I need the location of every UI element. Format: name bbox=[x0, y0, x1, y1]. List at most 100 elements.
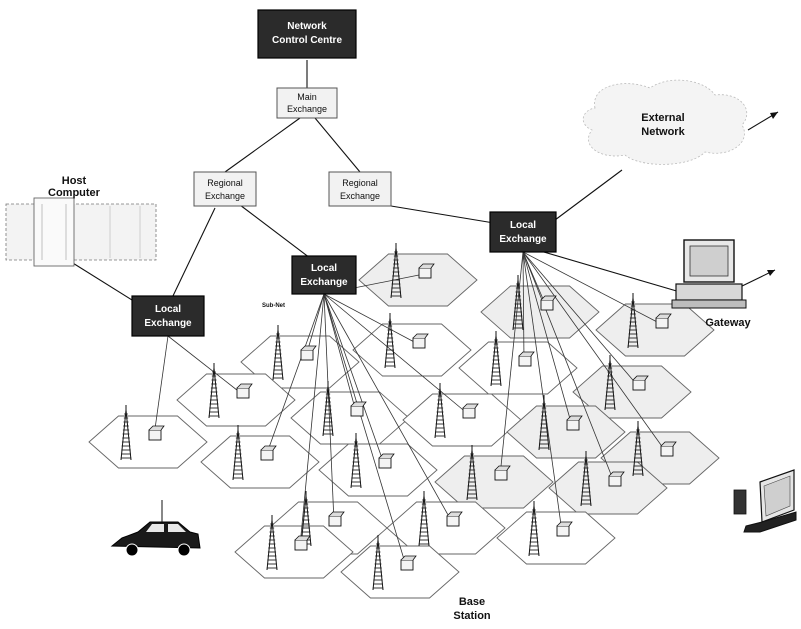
base-station-tower bbox=[512, 275, 524, 331]
radio-link-line bbox=[323, 293, 419, 345]
base-station-tower bbox=[528, 501, 540, 557]
base-station-box bbox=[400, 555, 417, 571]
cell-hexagon bbox=[458, 341, 578, 395]
regional-exchange-right-label-2: Exchange bbox=[340, 191, 380, 201]
base-station-tower bbox=[384, 313, 396, 369]
radio-link-line bbox=[323, 293, 385, 465]
local-exchange-middle-label-2: Exchange bbox=[300, 277, 348, 288]
local-exchange-left-node: Local Exchange bbox=[131, 295, 205, 337]
base-station-tower bbox=[266, 515, 278, 571]
cell-hexagon bbox=[352, 323, 472, 377]
radio-link-line bbox=[522, 251, 615, 483]
external-network-label-2: Network bbox=[641, 126, 685, 138]
cell-hexagon bbox=[88, 415, 208, 469]
base-station-label-1: Base bbox=[459, 596, 485, 608]
base-station-box bbox=[294, 535, 311, 551]
base-stations bbox=[120, 243, 677, 591]
base-station-tower bbox=[120, 405, 132, 461]
base-station-box bbox=[148, 425, 165, 441]
base-station-tower bbox=[604, 355, 616, 411]
radio-link-line bbox=[323, 293, 407, 567]
cell-hexagon bbox=[402, 393, 522, 447]
base-station-tower bbox=[580, 451, 592, 507]
local-exchange-left-label-2: Exchange bbox=[144, 318, 192, 329]
cell-hexagon bbox=[506, 405, 626, 459]
radio-link-line bbox=[323, 293, 335, 523]
base-station-box bbox=[350, 401, 367, 417]
base-station-tower bbox=[538, 395, 550, 451]
radio-link-line bbox=[522, 251, 662, 325]
radio-link-line bbox=[323, 293, 357, 413]
local-exchange-right-label-2: Exchange bbox=[499, 234, 547, 245]
base-station-box bbox=[378, 453, 395, 469]
radio-link-line bbox=[323, 293, 469, 415]
base-station-box bbox=[462, 403, 479, 419]
base-station-box bbox=[518, 351, 535, 367]
base-station-tower bbox=[632, 421, 644, 477]
radio-link-line bbox=[522, 251, 525, 363]
radio-link-line bbox=[265, 293, 325, 457]
base-station-tower bbox=[272, 325, 284, 381]
radio-link-line bbox=[167, 335, 243, 395]
cell-hexagon bbox=[434, 455, 554, 509]
local-exchange-middle-label-1: Local bbox=[311, 263, 337, 274]
network-control-centre-node: Network Control Centre bbox=[257, 9, 357, 59]
cell-hexagon bbox=[496, 511, 616, 565]
base-station-box bbox=[446, 511, 463, 527]
base-station-box bbox=[412, 333, 429, 349]
cell-hexagon bbox=[200, 435, 320, 489]
cell-grid bbox=[88, 253, 720, 599]
main-exchange-node: Main Exchange bbox=[276, 87, 338, 119]
base-station-tower bbox=[322, 381, 334, 437]
base-station-tower bbox=[350, 433, 362, 489]
base-station-box bbox=[236, 383, 253, 399]
laptop-icon bbox=[733, 469, 797, 533]
cell-hexagon bbox=[340, 545, 460, 599]
host-computer-label-1: Host bbox=[62, 175, 87, 187]
radio-link-line bbox=[153, 335, 169, 437]
base-station-box bbox=[494, 465, 511, 481]
radio-links bbox=[153, 251, 667, 567]
regional-exchange-right-node: Regional Exchange bbox=[328, 171, 392, 207]
hierarchy-links bbox=[59, 60, 779, 306]
main-exchange-label-2: Exchange bbox=[287, 104, 327, 114]
base-station-box bbox=[418, 263, 435, 279]
base-station-box bbox=[556, 521, 573, 537]
radio-link-line bbox=[522, 251, 573, 427]
base-station-box bbox=[655, 313, 672, 329]
radio-link-line bbox=[522, 251, 667, 453]
radio-link-line bbox=[522, 251, 563, 533]
base-station-tower bbox=[232, 425, 244, 481]
cell-hexagon bbox=[358, 253, 478, 307]
radio-link-line bbox=[522, 251, 639, 387]
gateway-computer-icon bbox=[671, 239, 747, 309]
base-station-tower bbox=[418, 491, 430, 547]
local-exchange-right-label-1: Local bbox=[510, 220, 536, 231]
external-network-cloud: External Network bbox=[582, 79, 748, 165]
cell-hexagon bbox=[318, 443, 438, 497]
base-station-box bbox=[608, 471, 625, 487]
base-station-box bbox=[300, 345, 317, 361]
main-exchange-label-1: Main bbox=[297, 92, 317, 102]
base-station-box bbox=[566, 415, 583, 431]
regional-exchange-right-label-1: Regional bbox=[342, 178, 378, 188]
cell-hexagon bbox=[176, 373, 296, 427]
local-exchange-right-node: Local Exchange bbox=[489, 211, 557, 253]
base-station-tower bbox=[434, 383, 446, 439]
base-station-tower bbox=[490, 331, 502, 387]
base-station-box bbox=[260, 445, 277, 461]
base-station-box bbox=[328, 511, 345, 527]
cell-hexagon bbox=[290, 391, 410, 445]
cell-hexagon bbox=[234, 525, 354, 579]
network-control-centre-label-2: Control Centre bbox=[272, 35, 342, 46]
network-control-centre-label-1: Network bbox=[287, 21, 327, 32]
regional-exchange-left-label-1: Regional bbox=[207, 178, 243, 188]
car-icon bbox=[110, 500, 201, 557]
local-exchange-left-label-1: Local bbox=[155, 304, 181, 315]
sub-net-label: Sub-Net bbox=[262, 303, 285, 309]
base-station-tower bbox=[372, 535, 384, 591]
radio-link-line bbox=[323, 293, 453, 523]
gateway-label: Gateway bbox=[705, 317, 751, 329]
base-station-tower bbox=[627, 293, 639, 349]
